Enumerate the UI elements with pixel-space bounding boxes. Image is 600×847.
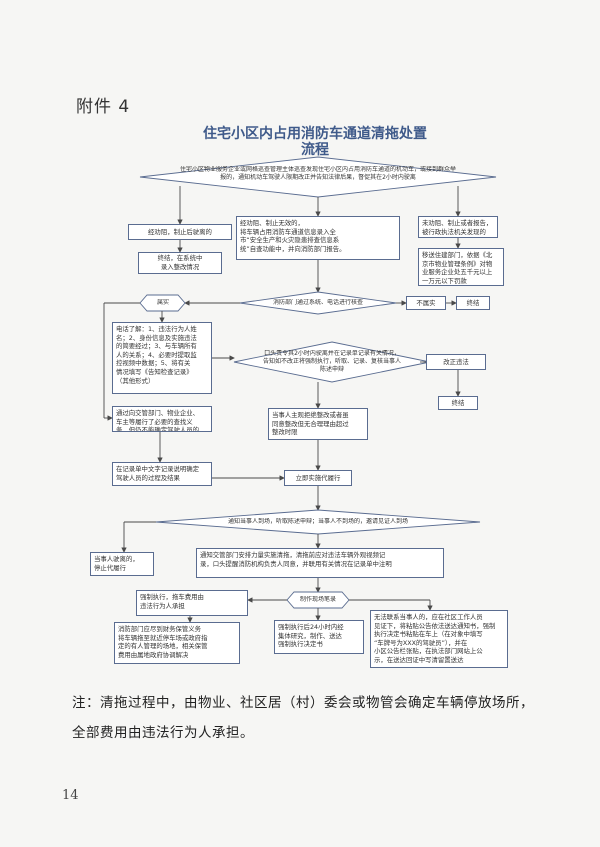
- flowchart-title-line1: 住宅小区内占用消防车通道清拖处置: [203, 126, 427, 142]
- refuse-box: 当事人主观拒绝整改或者虽 同意整改但无合理理由超过 整改时限: [268, 408, 368, 440]
- end-box-2: 终结: [438, 396, 478, 410]
- right-penalty-box: 移送住建部门，依据《北 京市物业管理条例》对物 业服务企业处五千元以上 一万元以…: [418, 248, 504, 286]
- start-decision-text: 住宅小区物业服务企业或网格巡查管理主体巡查发现住宅小区内占用消防车通道的机动车，…: [179, 166, 456, 181]
- decision-box: 强制执行后24小时内经 集体研究，制作、送达 强制执行决定书: [274, 620, 364, 654]
- leave-stop-box: 当事人驶离的， 停止代履行: [90, 552, 154, 576]
- mid-report-box: 经劝阻、制止无效的， 将车辆占用消防车通道信息录入全 市“安全生产和火灾隐患排查…: [236, 216, 400, 260]
- verify-decision-text: 消防部门通过系统、电话进行核查: [272, 299, 363, 306]
- traffic-inquiry-box: 通过向交管部门、物业企业、 车主等履行了必要的查找义 务，但仍不能确定驾驶人员的: [112, 406, 212, 432]
- record-process-box: 在记录单中文字记录说明确定 驾驶人员的过程及结果: [112, 462, 212, 486]
- left-end-box: 终结，在系统中 录入整改情况: [138, 252, 222, 274]
- unreach-box: 无法联系当事人的，应在社区工作人员 见证下，将粘贴公告依法送达通知书，强制 执行…: [370, 610, 508, 668]
- page-number: 14: [62, 788, 79, 803]
- notify-text: 通知当事人到场，听取陈述申辩；当事人不到场的，邀请见证人到场: [227, 518, 408, 525]
- tow-box: 通知交管部门安排力量实施清拖，清拖前应对违法车辆外观视频记 录，口头提醒消防机构…: [196, 548, 444, 578]
- left-stopped-box: 经劝阻，制止后驶离的: [128, 224, 232, 240]
- end-box-1: 终结: [456, 296, 490, 310]
- right-discovered-box: 未劝阻、制止或者报告， 被行政执法机关发现的: [418, 216, 498, 238]
- phone-inquiry-box: 电话了解：1、违法行为人姓 名；2、身份信息及实施违法 的简要经过；3、与车辆所…: [112, 322, 212, 394]
- facts-label: 属实: [156, 299, 169, 306]
- flowchart-title-line2: 流程: [301, 142, 329, 158]
- not-facts-box: 不属实: [406, 296, 446, 310]
- verify-decision-diamond: [239, 291, 397, 315]
- footnote-line1: 注：清拖过程中，由物业、社区居（村）委会或物管会确定车辆停放场所，: [72, 695, 534, 711]
- footnote-line2: 全部费用由违法行为人承担。: [72, 725, 254, 741]
- oral-order-diamond: [233, 341, 431, 383]
- correct-box: 改正违法: [426, 354, 486, 370]
- make-record-label: 制作现场笔录: [299, 596, 336, 603]
- storage-box: 消防部门应尽到财务保管义务 将车辆拖至就近停车场或政府指 定的有人管理的场地，相…: [114, 622, 240, 664]
- attachment-label: 附件 4: [76, 97, 131, 117]
- execute-box: 立即实施代履行: [284, 470, 352, 486]
- oral-order-text: 口头责令其2小时内驶离并在记录单记录有关情况，告知如不改正将强制执行，听取、记录…: [262, 350, 401, 373]
- enforce-box: 强制执行，拖车费用由 违法行为人承担: [136, 590, 248, 616]
